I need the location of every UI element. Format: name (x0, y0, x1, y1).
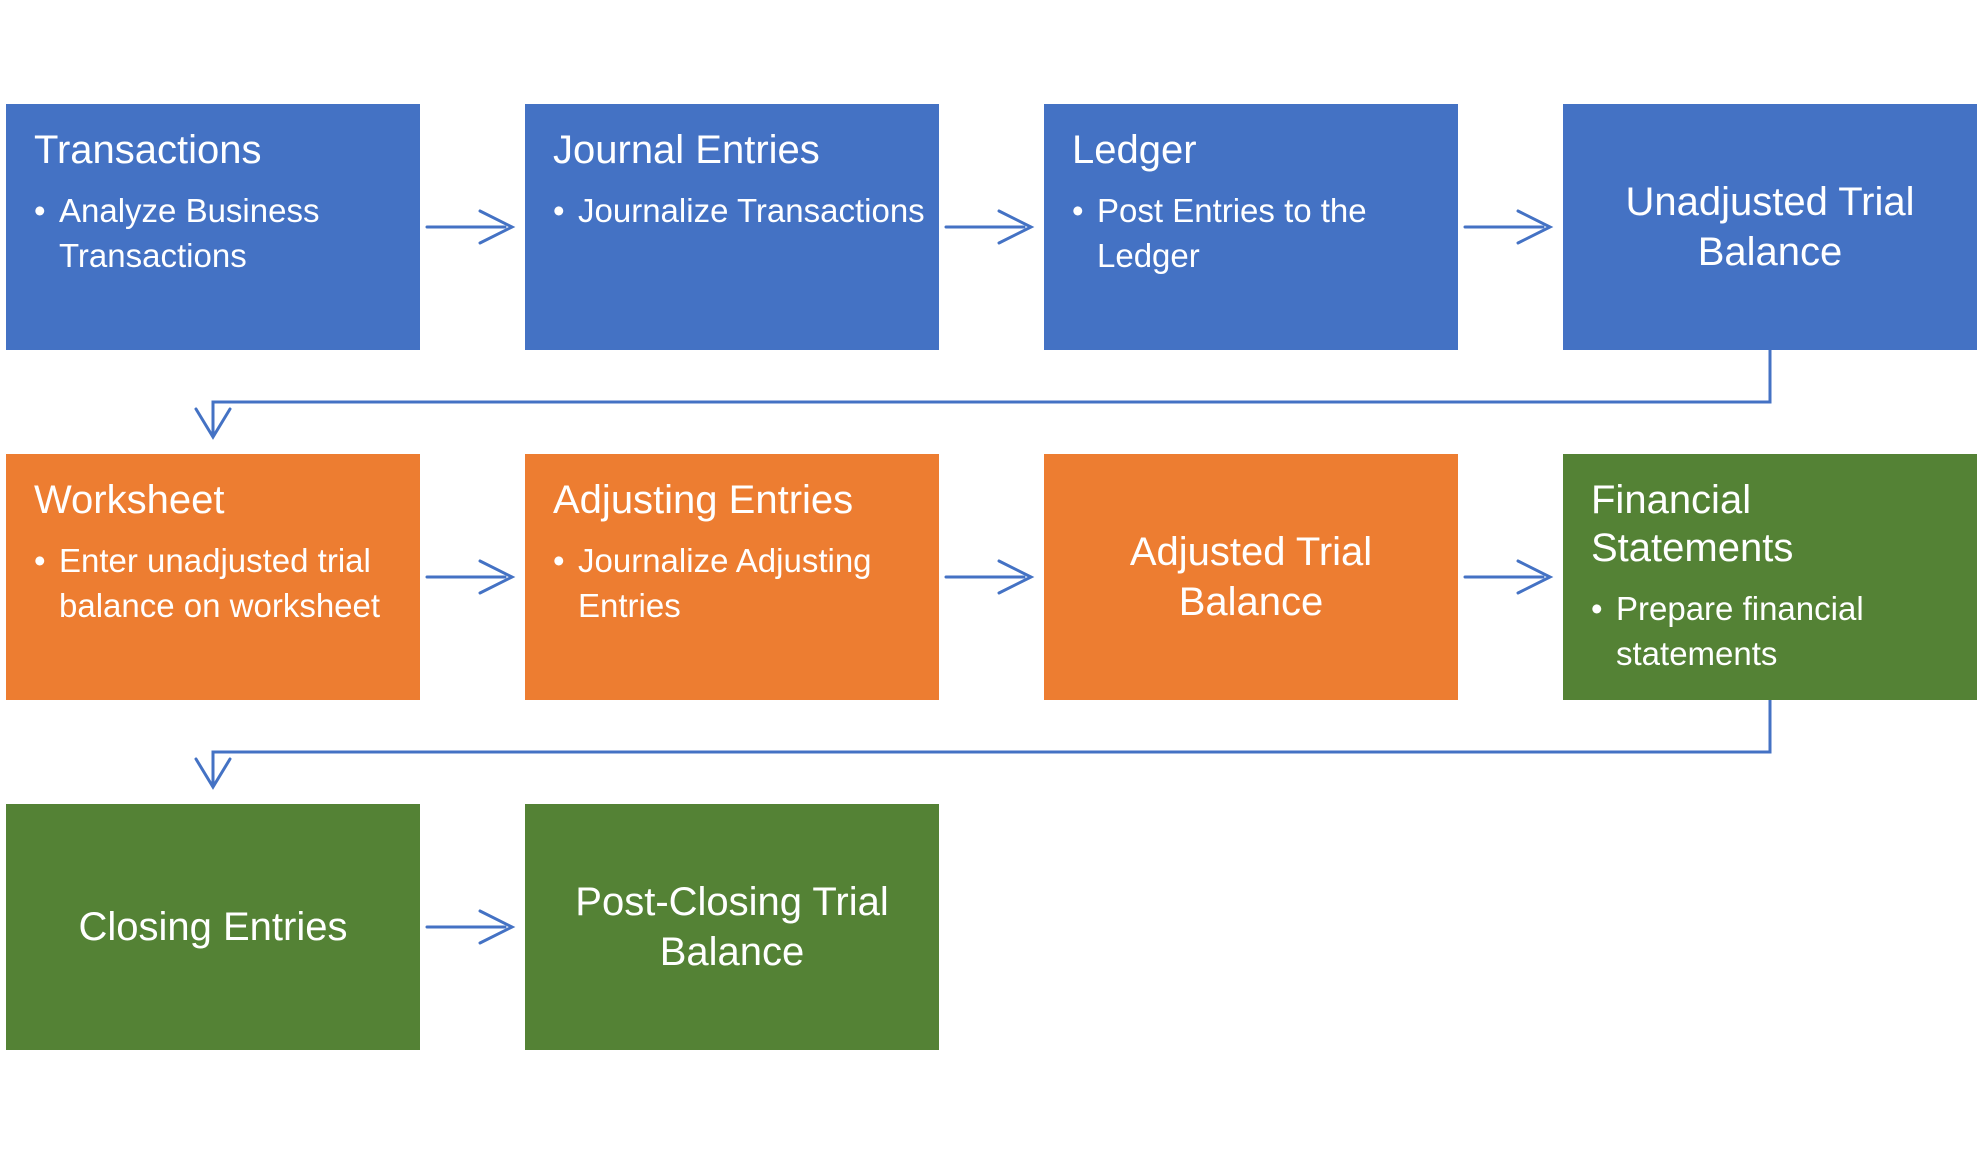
node-title: Post-Closing Trial Balance (575, 880, 889, 974)
node-transactions: Transactions Analyze Business Transactio… (6, 104, 420, 350)
arrow-adjusting-entries-to-adjusted-trial-balance (944, 559, 1035, 595)
arrow-closing-entries-to-post-closing-trial-balance (425, 909, 516, 945)
node-adjusted-trial-balance: Adjusted Trial Balance (1044, 454, 1458, 700)
arrow-ledger-to-unadjusted-trial-balance (1463, 209, 1554, 245)
node-title: Unadjusted Trial Balance (1625, 180, 1915, 274)
node-title: Transactions (34, 128, 262, 172)
node-post-closing-trial-balance: Post-Closing Trial Balance (525, 804, 939, 1050)
node-worksheet: Worksheet Enter unadjusted trial balance… (6, 454, 420, 700)
bullet-item: Prepare financial statements (1591, 587, 1969, 677)
bullet-item: Journalize Adjusting Entries (553, 539, 931, 629)
node-title: Closing Entries (78, 905, 348, 949)
node-journal-entries: Journal Entries Journalize Transactions (525, 104, 939, 350)
node-title: Ledger (1072, 128, 1197, 172)
node-adjusting-entries: Adjusting Entries Journalize Adjusting E… (525, 454, 939, 700)
elbow-arrow-unadjusted-trial-balance-to-worksheet (194, 348, 1772, 440)
arrow-worksheet-to-adjusting-entries (425, 559, 516, 595)
elbow-arrow-financial-statements-to-closing-entries (194, 698, 1772, 790)
arrow-adjusted-trial-balance-to-financial-statements (1463, 559, 1554, 595)
bullet-item: Journalize Transactions (553, 189, 931, 234)
bullet-item: Analyze Business Transactions (34, 189, 412, 279)
node-financial-statements: Financial Statements Prepare financial s… (1563, 454, 1977, 700)
bullet-item: Enter unadjusted trial balance on worksh… (34, 539, 412, 629)
node-bullets: Enter unadjusted trial balance on worksh… (6, 539, 420, 629)
node-bullets: Post Entries to the Ledger (1044, 189, 1458, 279)
node-title: Adjusted Trial Balance (1129, 530, 1373, 624)
node-bullets: Journalize Adjusting Entries (525, 539, 939, 629)
arrow-journal-entries-to-ledger (944, 209, 1035, 245)
node-closing-entries: Closing Entries (6, 804, 420, 1050)
node-title: Worksheet (34, 478, 225, 522)
node-bullets: Prepare financial statements (1563, 587, 1977, 677)
node-title: Financial Statements (1591, 478, 1794, 570)
node-title: Journal Entries (553, 128, 820, 172)
node-unadjusted-trial-balance: Unadjusted Trial Balance (1563, 104, 1977, 350)
node-title: Adjusting Entries (553, 478, 854, 522)
arrow-transactions-to-journal-entries (425, 209, 516, 245)
node-bullets: Analyze Business Transactions (6, 189, 420, 279)
node-ledger: Ledger Post Entries to the Ledger (1044, 104, 1458, 350)
bullet-item: Post Entries to the Ledger (1072, 189, 1450, 279)
node-bullets: Journalize Transactions (525, 189, 939, 234)
